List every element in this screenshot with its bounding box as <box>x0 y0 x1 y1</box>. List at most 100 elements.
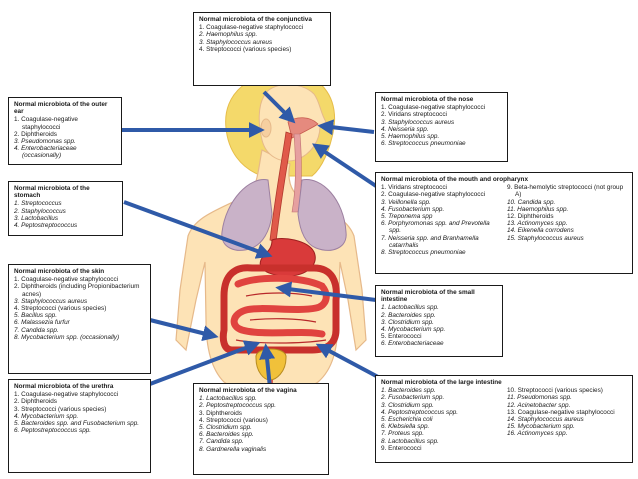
organism-item: 2. Coagulase-negative staphylococci <box>381 191 486 199</box>
arrow-skin <box>149 318 219 342</box>
organism-item: 3. Staphylococcus aureus <box>381 118 455 126</box>
organism-item: 6. Bacteroides spp. <box>199 431 254 439</box>
large-intestine-box: Normal microbiota of the large intestine… <box>375 375 633 463</box>
organism-item: 7. Neisseria spp. and Branhamella catarr… <box>381 234 479 249</box>
organism-item: 14. Eikenella corrodens <box>507 227 574 235</box>
organism-item: 2. Staphylococcus <box>14 207 66 215</box>
organism-item: 4. Peptostreptococcus <box>14 222 78 230</box>
organism-item: 9. Enterococci <box>381 444 422 452</box>
organism-item: 2. Haemophilus spp. <box>199 31 258 39</box>
organism-list: 1. Lactobacillus spp.2. Bacteroides spp.… <box>381 304 497 347</box>
organism-item: 4. Streptococci (various) <box>199 416 268 424</box>
box-title: Normal microbiota of the stomach <box>14 185 90 200</box>
organism-item: 4. Fusobacterium spp. <box>381 205 445 213</box>
organism-item: 10. Streptococci (various species) <box>507 387 603 395</box>
arrow-urethra <box>149 340 261 386</box>
organism-list: 9. Beta-hemolytic streptococci (not grou… <box>507 184 627 256</box>
ear-shape <box>260 118 272 138</box>
organism-item: 3. Pseudomonas spp. <box>14 138 76 146</box>
organism-item: 3. Clostridium spp. <box>381 401 434 409</box>
organism-item: 1. Coagulase-negative staphylococci <box>199 24 304 32</box>
organism-item: 1. Coagulase-negative staphylococci <box>14 391 119 399</box>
arrow-stomach <box>123 200 273 259</box>
arrow-small-intestine <box>275 281 377 302</box>
organism-item: 11. Haemophilus spp. <box>507 205 569 213</box>
organism-item: 4. Streptococci (various species) <box>199 45 292 53</box>
organism-item: 4. Enterobacteriaceae (occasionally) <box>14 145 77 160</box>
organism-item: 6. Peptostreptococcus spp. <box>14 427 92 435</box>
organism-item: 5. Bacteroides spp. and Fusobacterium sp… <box>14 420 140 428</box>
organism-item: 4. Neisseria spp. <box>381 125 429 133</box>
organism-item: 3. Staphylococcus aureus <box>14 297 88 305</box>
organism-item: 8. Streptococcus pneumoniae <box>381 249 466 257</box>
organism-columns: 1. Bacteroides spp.2. Fusobacterium spp.… <box>381 387 627 452</box>
organism-item: 1. Coagulase-negative staphylococci <box>14 116 78 131</box>
mouth-oropharynx-box: Normal microbiota of the mouth and oroph… <box>375 172 633 274</box>
organism-item: 3. Veillonella spp. <box>381 198 431 206</box>
box-title: Normal microbiota of the large intestine <box>381 379 502 386</box>
organism-item: 3. Diphtheroids <box>199 409 242 417</box>
organism-item: 8. Gardnerella vaginalis <box>199 445 267 453</box>
organism-item: 4. Peptostreptococcus spp. <box>381 408 459 416</box>
organism-item: 1. Viridans streptococci <box>381 184 447 192</box>
organism-item: 2. Viridans streptococci <box>381 111 447 119</box>
organism-item: 14. Staphylococcus aureus <box>507 416 584 424</box>
organism-item: 7. Candida spp. <box>199 438 244 446</box>
right-lung <box>297 179 347 251</box>
organism-item: 3. Streptococci (various species) <box>14 405 107 413</box>
organism-item: 1. Coagulase-negative staphylococci <box>381 104 486 112</box>
pointer-arrows <box>122 90 381 389</box>
organism-item: 12. Diphtheroids <box>507 213 554 221</box>
organism-item: 5. Bacillus spp. <box>14 312 57 320</box>
organism-item: 5. Escherichia coli <box>381 416 433 424</box>
organism-item: 3. Lactobacillus <box>14 214 59 222</box>
organism-item: 4. Mycobacterium spp. <box>381 326 446 334</box>
organism-item: 5. Enterococci <box>381 333 422 341</box>
organism-item: 8. Lactobacillus spp. <box>381 437 439 445</box>
organism-item: 7. Candida spp. <box>14 326 59 334</box>
organism-item: 5. Treponema spp <box>381 213 433 221</box>
box-title: Normal microbiota of the skin <box>14 268 105 275</box>
organism-list: 1. Bacteroides spp.2. Fusobacterium spp.… <box>381 387 501 452</box>
organism-item: 15. Staphylococcus aureus <box>507 234 584 242</box>
organism-item: 6. Malassezia furfur <box>14 319 70 327</box>
organism-item: 1. Lactobacillus spp. <box>199 395 257 403</box>
box-title: Normal microbiota of the nose <box>381 96 474 103</box>
box-title: Normal microbiota of the urethra <box>14 383 114 390</box>
organism-item: 6. Klebsiella spp. <box>381 423 430 431</box>
left-lung <box>221 179 273 251</box>
organism-item: 8. Mycobacterium spp. (occasionally) <box>14 333 120 341</box>
organism-item: 6. Enterobacteriaceae <box>381 340 444 348</box>
box-title: Normal microbiota of the mouth and oroph… <box>381 176 528 183</box>
organism-item: 1. Bacteroides spp. <box>381 387 436 395</box>
organism-item: 10. Candida spp. <box>507 198 556 206</box>
organism-item: 6. Porphyromonas spp. and Prevotella spp… <box>381 220 490 235</box>
organism-item: 5. Clostridium spp. <box>199 424 252 432</box>
small-intestine <box>230 274 330 338</box>
organism-item: 1. Streptococcus <box>14 200 62 208</box>
box-title: Normal microbiota of the conjunctiva <box>199 16 312 23</box>
organism-item: 2. Diphtheroids <box>14 130 57 138</box>
arrow-conjunctiva <box>262 90 296 124</box>
organism-item: 4. Streptococci (various species) <box>14 305 107 313</box>
organism-item: 12. Acinetobacter spp. <box>507 401 571 409</box>
organism-item: 16. Actinomyces spp. <box>507 430 568 438</box>
arrow-mouth <box>312 143 378 188</box>
arrow-large-intestine <box>315 343 381 380</box>
organism-item: 1. Coagulase-negative staphylococci <box>14 276 119 284</box>
box-title: Normal microbiota of the outer ear <box>14 101 108 116</box>
box-title: Normal microbiota of the vagina <box>199 387 297 394</box>
arrow-nose <box>317 119 375 136</box>
small-intestine-box: Normal microbiota of the small intestine… <box>375 285 503 357</box>
organism-list: 1. Lactobacillus spp.2. Peptostreptococc… <box>199 395 323 453</box>
organism-item: 15. Mycobacterium spp. <box>507 423 575 431</box>
organism-item: 2. Diphtheroids (including Propionibacte… <box>14 283 140 298</box>
organism-item: 1. Lactobacillus spp. <box>381 304 439 312</box>
